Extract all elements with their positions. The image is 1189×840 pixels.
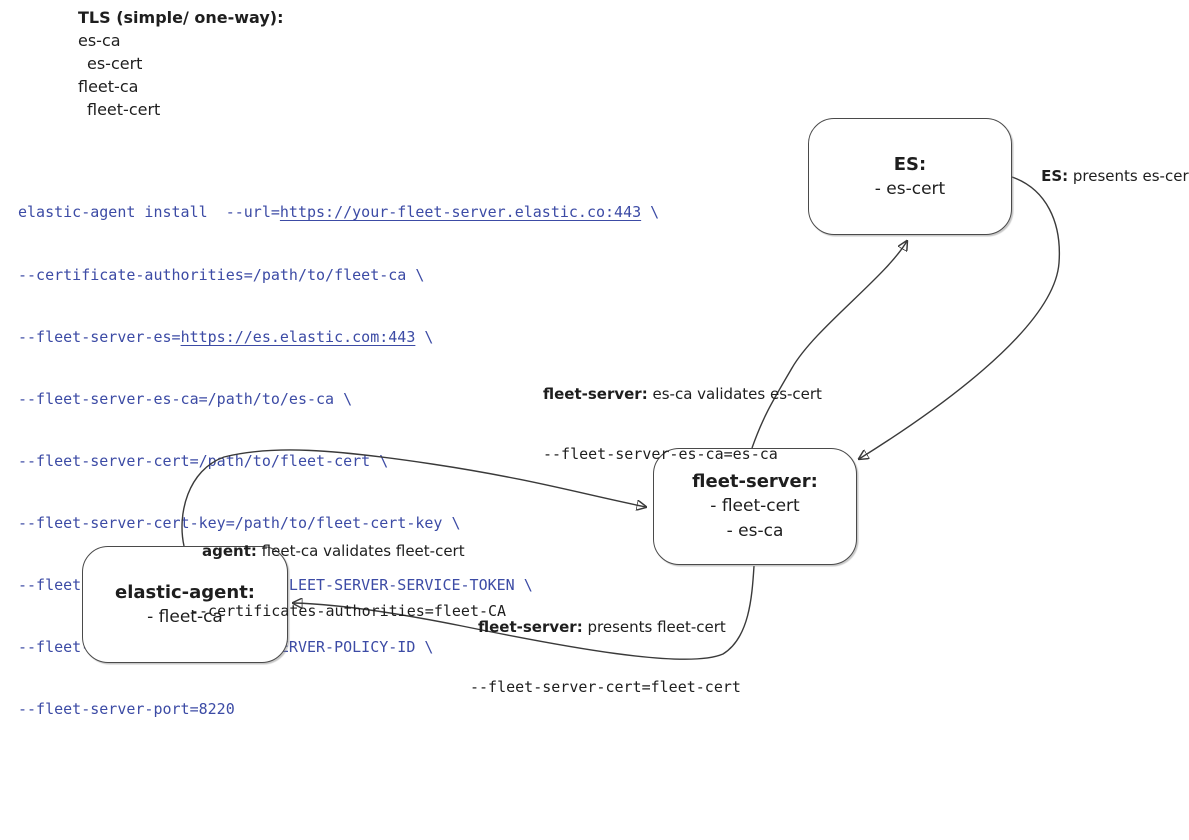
label-bold-prefix: agent: [202,542,257,560]
fleet-server-url-link[interactable]: https://your-fleet-server.elastic.co:443 [279,203,642,222]
node-elastic-agent-title: elastic-agent: [114,581,255,603]
command-text: \ [415,327,434,346]
label-es-presents-es-cert: ES: presents es-cert [1022,146,1189,206]
command-line: --fleet-server-port=8220 [18,700,235,719]
label-flag-code: --certificates-authorities=fleet-CA [190,602,507,620]
tls-legend-title: TLS (simple/ one-way): [78,8,284,27]
label-flag-code: --fleet-server-cert=fleet-cert [470,678,741,696]
label-bold-prefix: fleet-server: [478,618,583,636]
label-text: fleet-server: es-ca validates es-cert [543,384,822,404]
label-fleet-server-presents-fleet-cert: fleet-server: presents fleet-cert --flee… [470,577,741,737]
label-rest: fleet-ca validates fleet-cert [256,542,465,560]
command-line: elastic-agent install --url=https://your… [18,202,659,223]
tls-legend-item-fleet-cert: fleet-cert [87,100,161,119]
label-agent-validates-fleet-cert: agent: fleet-ca validates fleet-cert --c… [190,501,506,661]
command-line: --fleet-server-es=https://es.elastic.com… [18,327,659,348]
node-fleet-server-item: - es-ca [726,521,784,541]
command-line: --fleet-server-es-ca=/path/to/es-ca \ [18,389,353,408]
node-fleet-server-title: fleet-server: [692,471,818,492]
node-elastic-agent: elastic-agent: - fleet-ca [82,546,288,663]
label-bold-prefix: ES: [1041,167,1069,185]
node-fleet-server: fleet-server: - fleet-cert - es-ca [653,448,857,565]
node-es-item: - es-cert [874,178,946,199]
command-text: \ [641,203,660,222]
label-rest: presents es-cert [1068,167,1189,185]
node-elastic-agent-item: - fleet-ca [147,606,223,627]
label-rest: presents fleet-cert [582,618,726,636]
node-es: ES: - es-cert [808,118,1012,235]
node-fleet-server-item: - fleet-cert [710,496,800,516]
tls-legend-item-es-cert: es-cert [87,54,143,73]
label-text: ES: presents es-cert [1041,167,1189,185]
label-rest: es-ca validates es-cert [647,385,822,403]
label-fleet-server-validates-es-cert: fleet-server: es-ca validates es-cert --… [543,344,822,504]
label-text: fleet-server: presents fleet-cert [470,617,741,637]
label-text: agent: fleet-ca validates fleet-cert [190,541,506,561]
label-flag-code: --fleet-server-es-ca=es-ca [543,445,778,463]
node-es-title: ES: [893,153,927,175]
tls-legend-item-es-ca: es-ca [78,31,121,50]
tls-legend-item-fleet-ca: fleet-ca [78,77,139,96]
tls-legend: TLS (simple/ one-way): es-ca es-cert fle… [78,6,284,121]
es-url-link[interactable]: https://es.elastic.com:443 [180,327,416,346]
label-bold-prefix: fleet-server: [543,385,648,403]
command-text: elastic-agent install --url= [18,203,280,222]
command-line: --certificate-authorities=/path/to/fleet… [18,265,425,284]
command-text: --fleet-server-es= [18,327,181,346]
